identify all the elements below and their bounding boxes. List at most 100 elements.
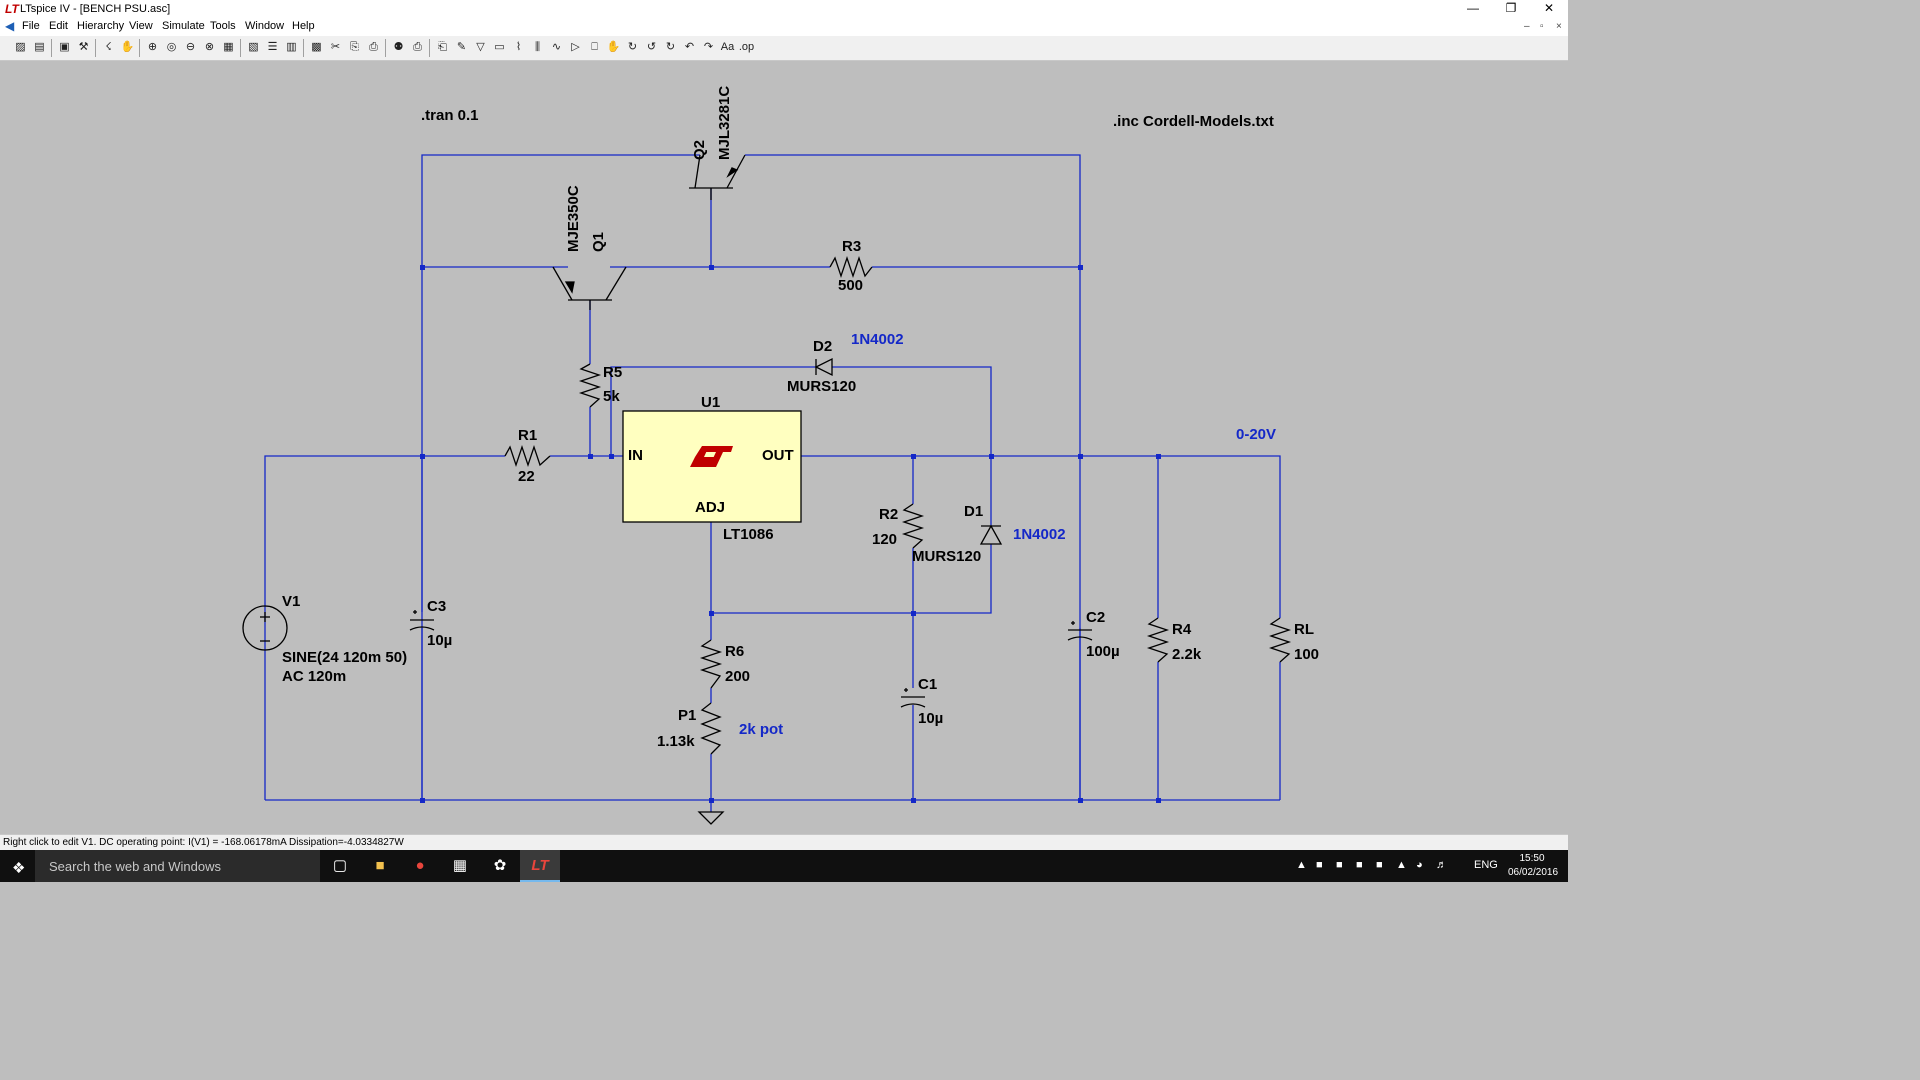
drag-icon[interactable]: ↺	[646, 41, 657, 53]
cut-icon[interactable]: ✂	[330, 41, 341, 53]
r3-value-label[interactable]: 500	[838, 277, 864, 294]
wire-icon[interactable]: ✎	[456, 41, 467, 53]
tray-app-icon[interactable]: ▲	[1296, 859, 1307, 871]
r1-value-label[interactable]: 22	[518, 468, 535, 485]
v1-value-label[interactable]: SINE(24 120m 50)	[282, 649, 408, 666]
capacitor-icon[interactable]: ⫼	[534, 41, 541, 53]
mdi-minimize-button[interactable]: –	[1524, 21, 1530, 32]
text-icon[interactable]: Aa	[720, 41, 735, 53]
tile-vertical-icon[interactable]: ▥	[286, 41, 297, 53]
task-view-icon[interactable]: ▢	[332, 857, 348, 874]
minimize-button[interactable]: —	[1467, 1, 1479, 15]
undo-icon[interactable]: ↶	[684, 41, 695, 53]
menu-tools[interactable]: Tools	[210, 20, 236, 32]
mirror-icon[interactable]: ↻	[627, 41, 638, 53]
calculator-icon[interactable]: ▦	[452, 857, 468, 874]
p1-name-label[interactable]: P1	[678, 707, 697, 724]
search-box[interactable]: Search the web and Windows	[35, 850, 320, 882]
q1-name-label[interactable]: Q1	[590, 231, 607, 252]
menu-window[interactable]: Window	[245, 20, 285, 32]
tran-directive[interactable]: .tran 0.1	[421, 107, 479, 124]
r5-name-label[interactable]: R5	[603, 364, 623, 381]
menu-hierarchy[interactable]: Hierarchy	[77, 20, 125, 32]
mdi-system-menu-icon[interactable]: ◀	[5, 19, 15, 33]
mdi-restore-button[interactable]: ▫	[1540, 21, 1544, 32]
d1-note-label[interactable]: 1N4002	[1013, 526, 1066, 543]
tray-app-icon[interactable]: ■	[1376, 859, 1383, 871]
r2-value-label[interactable]: 120	[872, 531, 898, 548]
grid-icon[interactable]: ▧	[248, 41, 259, 53]
menu-help[interactable]: Help	[292, 20, 315, 32]
chrome-icon[interactable]: ●	[415, 857, 425, 874]
volume-icon[interactable]: ♬	[1436, 859, 1447, 871]
move-icon[interactable]: ↻	[665, 41, 676, 53]
control-panel-icon[interactable]: ⚒	[78, 41, 89, 53]
halt-icon[interactable]: ✋	[120, 41, 135, 53]
spice-directive-icon[interactable]: .op	[738, 41, 755, 53]
p1-value-label[interactable]: 1.13k	[657, 733, 695, 750]
tile-horizontal-icon[interactable]: ☰	[267, 41, 278, 53]
autorange-icon[interactable]: ▦	[223, 41, 234, 53]
menu-simulate[interactable]: Simulate	[162, 20, 205, 32]
v1-ac-label[interactable]: AC 120m	[282, 668, 347, 685]
tray-app-icon[interactable]: ■	[1336, 859, 1343, 871]
print-setup-icon[interactable]: ⎙	[413, 41, 422, 53]
rl-value-label[interactable]: 100	[1294, 646, 1320, 663]
menu-edit[interactable]: Edit	[49, 20, 68, 32]
network-icon[interactable]: ◕	[1416, 859, 1423, 871]
r4-name-label[interactable]: R4	[1172, 621, 1192, 638]
r1-name-label[interactable]: R1	[518, 427, 538, 444]
zoom-area-icon[interactable]: ◎	[166, 41, 177, 53]
rotate-icon[interactable]: ✋	[606, 41, 621, 53]
schematic-canvas[interactable]: .tran 0.1 .inc Cordell-Models.txt Q2 MJL…	[0, 61, 1568, 834]
tray-app-icon[interactable]: ■	[1356, 859, 1363, 871]
language-indicator[interactable]: ENG	[1474, 859, 1498, 871]
d2-name-label[interactable]: D2	[813, 338, 833, 355]
component-icon[interactable]: ⎕	[591, 41, 598, 53]
r4-value-label[interactable]: 2.2k	[1172, 646, 1202, 663]
find-icon[interactable]: ⚉	[393, 41, 404, 53]
q1-value-label[interactable]: MJE350C	[565, 185, 582, 252]
menu-file[interactable]: File	[22, 20, 40, 32]
label-net-icon[interactable]: ▭	[494, 41, 505, 53]
v1-name-label[interactable]: V1	[282, 593, 301, 610]
u1-name-label[interactable]: U1	[701, 394, 721, 411]
tray-app-icon[interactable]: ▲	[1396, 859, 1407, 871]
c1-name-label[interactable]: C1	[918, 676, 938, 693]
r2-name-label[interactable]: R2	[879, 506, 899, 523]
p1-note-label[interactable]: 2k pot	[739, 721, 784, 738]
u1-value-label[interactable]: LT1086	[723, 526, 774, 543]
zoom-out-icon[interactable]: ⊖	[185, 41, 196, 53]
zoom-fit-icon[interactable]: ⊗	[204, 41, 215, 53]
windows-start-icon[interactable]: ❖	[12, 860, 26, 877]
redo-icon[interactable]: ↷	[703, 41, 714, 53]
open-icon[interactable]: ▤	[34, 41, 45, 53]
paste-icon[interactable]: ⎙	[369, 41, 378, 53]
r6-value-label[interactable]: 200	[725, 668, 751, 685]
q2-value-label[interactable]: MJL3281C	[716, 85, 733, 160]
print-icon[interactable]: ⎗	[438, 41, 447, 53]
ground-icon[interactable]: ▽	[476, 41, 485, 53]
rl-name-label[interactable]: RL	[1294, 621, 1314, 638]
ltspice-taskbar-icon[interactable]: LT	[520, 850, 560, 882]
paint-icon[interactable]: ✿	[493, 857, 507, 874]
net-label-0-20v[interactable]: 0-20V	[1236, 426, 1277, 443]
copy-icon[interactable]: ⎘	[350, 41, 359, 53]
zoom-in-icon[interactable]: ⊕	[147, 41, 158, 53]
resistor-icon[interactable]: ⌇	[515, 41, 522, 53]
r3-name-label[interactable]: R3	[842, 238, 862, 255]
d2-note-label[interactable]: 1N4002	[851, 331, 904, 348]
include-directive[interactable]: .inc Cordell-Models.txt	[1113, 113, 1274, 130]
c3-name-label[interactable]: C3	[427, 598, 447, 615]
run-icon[interactable]: ☇	[105, 41, 112, 53]
new-schematic-icon[interactable]: ▨	[15, 41, 26, 53]
save-icon[interactable]: ▣	[59, 41, 70, 53]
c2-value-label[interactable]: 100µ	[1086, 643, 1120, 660]
r6-name-label[interactable]: R6	[725, 643, 745, 660]
mdi-close-button[interactable]: ×	[1556, 21, 1562, 32]
d1-value-label[interactable]: MURS120	[912, 548, 982, 565]
c1-value-label[interactable]: 10µ	[918, 710, 944, 727]
diode-icon[interactable]: ▷	[571, 41, 580, 53]
d2-value-label[interactable]: MURS120	[787, 378, 857, 395]
d1-name-label[interactable]: D1	[964, 503, 984, 520]
